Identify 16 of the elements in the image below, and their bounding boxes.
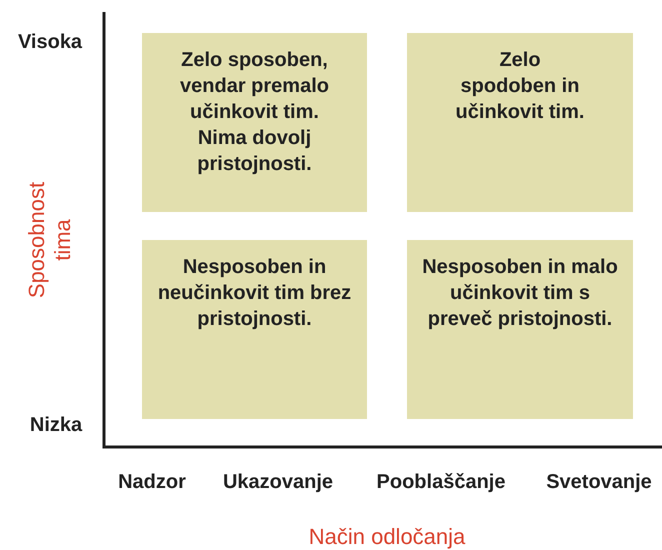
axis-tick-label: Nadzor [118,470,186,495]
axis-tick-label: Nizka [30,413,82,438]
axis-title: Način odločanja [308,524,466,550]
quadrant-box [142,33,367,212]
quadrant-box [407,240,633,419]
axis-tick-label: Pooblaščanje [376,470,506,495]
quadrant-box [407,33,633,212]
quadrant-text: Nesposoben in neučinkovit tim brez pristojnosti. [156,255,352,332]
quadrant-text: Zelo sposoben, vendar premalo učinkovit tim. Nima dovolj pristojnosti. [179,48,330,177]
quadrant-text: Zelo spodoben in učinkovit tim. [454,48,586,125]
axis-tick-label: Visoka [18,30,82,55]
axis-tick-label: Ukazovanje [222,470,334,495]
quadrant-text: Nesposoben in malo učinkovit tim s preveč pristojnosti. [421,255,619,332]
axis-title: Sposobnost tima [24,180,76,300]
axis-tick-label: Svetovanje [546,470,652,495]
quadrant-box [142,240,367,419]
